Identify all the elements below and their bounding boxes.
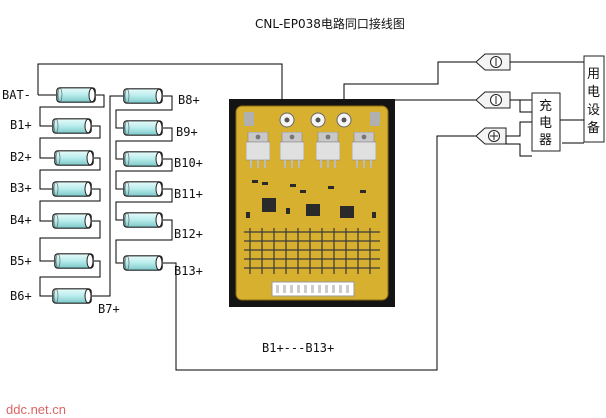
charger-box: 充 电 器: [531, 92, 561, 152]
charger-label-3: 器: [539, 133, 552, 148]
battery-cell-icon: [123, 212, 163, 228]
battery-cell-icon: [123, 120, 163, 136]
label-b13: B13+: [174, 264, 203, 278]
label-b5: B5+: [10, 254, 32, 268]
output-connectors: [475, 53, 511, 145]
load-device-box: 用 电 设 备: [583, 55, 605, 143]
charger-label-1: 充: [539, 98, 552, 114]
label-b4: B4+: [10, 213, 32, 227]
battery-cell-icon: [52, 213, 92, 229]
label-b1: B1+: [10, 118, 32, 132]
smd-components: [246, 180, 376, 218]
diagram-title: CNL-EP038电路同口接线图: [255, 16, 405, 31]
battery-cell-icon: [52, 118, 92, 134]
connector-minus-icon: [475, 91, 511, 109]
label-b6: B6+: [10, 289, 32, 303]
bus-label: B1+---B13+: [262, 341, 334, 355]
bms-board: [229, 99, 395, 307]
label-b8: B8+: [178, 93, 200, 107]
load-label-2: 电: [587, 85, 600, 100]
series-wiring: [37, 61, 476, 371]
label-b12: B12+: [174, 227, 203, 241]
right-labels: B8+ B9+ B10+ B11+ B12+ B13+: [174, 93, 203, 278]
battery-cell-icon: [52, 181, 92, 197]
battery-cell-icon: [54, 253, 94, 269]
watermark: ddc.net.cn: [6, 402, 66, 417]
balance-connector: [271, 281, 355, 297]
label-b2: B2+: [10, 150, 32, 164]
charger-label-2: 电: [539, 116, 552, 131]
screw-terminals: [244, 112, 380, 128]
battery-cell-icon: [123, 151, 163, 167]
battery-cell-icon: [123, 88, 163, 104]
load-label-4: 备: [587, 120, 600, 136]
label-b9: B9+: [176, 125, 198, 139]
left-labels: BAT- B1+ B2+ B3+ B4+ B5+ B6+ B7+: [2, 88, 120, 316]
load-label-3: 设: [587, 103, 600, 118]
load-label-1: 用: [587, 67, 600, 82]
connector-plus-icon: [475, 127, 507, 145]
battery-cell-icon: [123, 255, 163, 271]
resistor-array: [244, 228, 380, 274]
label-b3: B3+: [10, 181, 32, 195]
right-cell-column: [123, 88, 163, 271]
label-bat-minus: BAT-: [2, 88, 31, 102]
label-b11: B11+: [174, 187, 203, 201]
battery-cell-icon: [54, 150, 94, 166]
device-wiring: [505, 61, 584, 157]
label-b7: B7+: [98, 302, 120, 316]
battery-cell-icon: [123, 181, 163, 197]
battery-cell-icon: [56, 87, 96, 103]
label-b10: B10+: [174, 156, 203, 170]
battery-cell-icon: [52, 288, 92, 304]
left-cell-column: [52, 87, 96, 304]
connector-minus-icon: [475, 53, 511, 71]
